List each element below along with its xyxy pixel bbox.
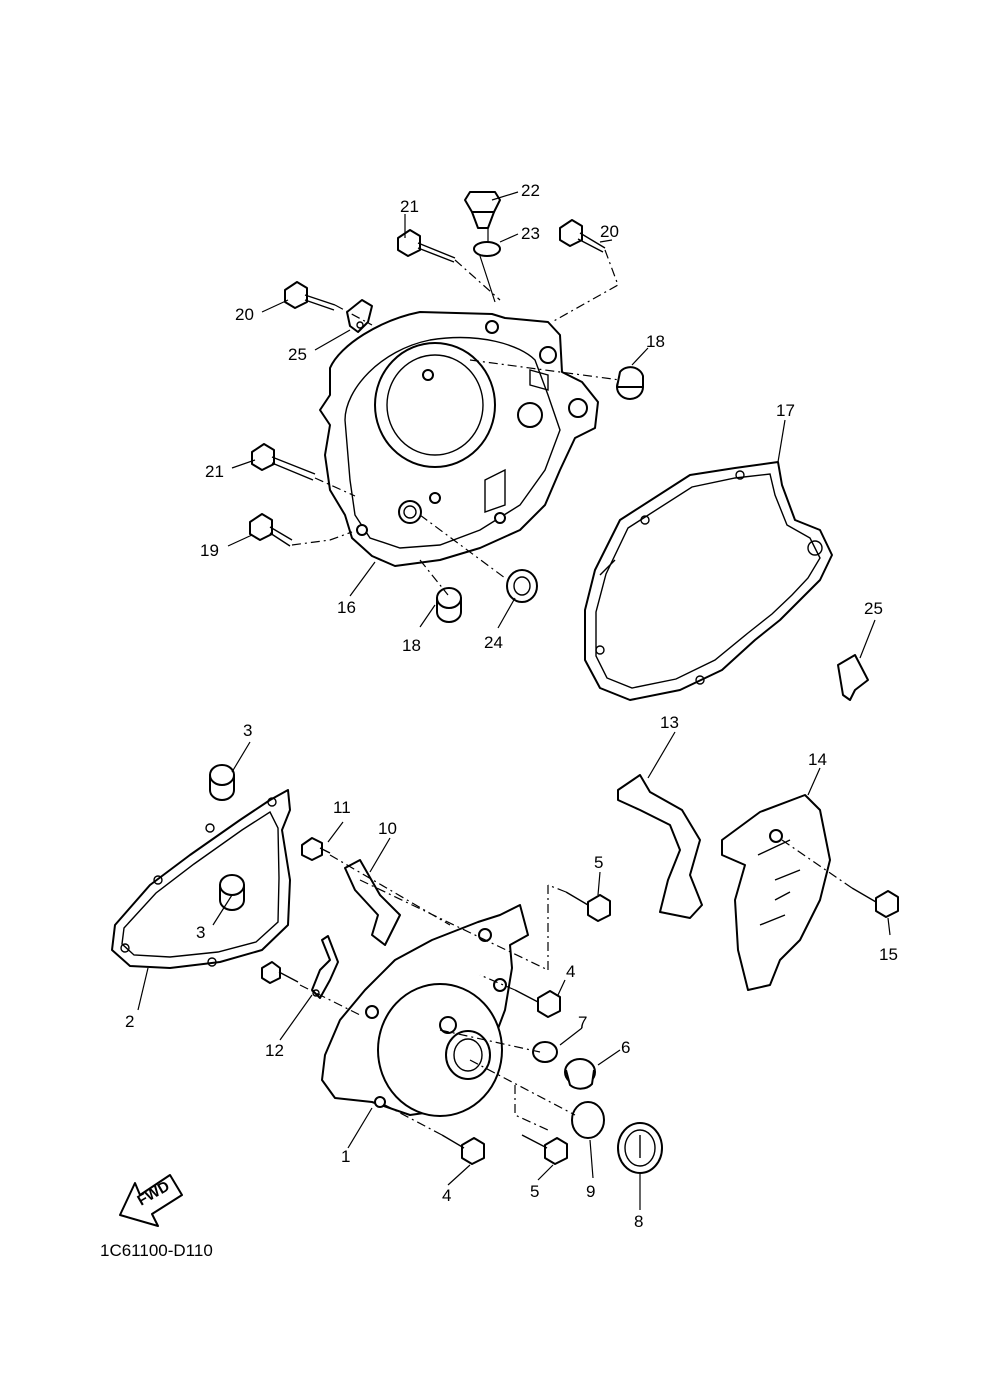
crankcase-cover-1 (321, 904, 529, 1117)
bolt-21-left (251, 443, 316, 481)
dowel-pin-18-lower (436, 587, 462, 623)
callout-leaders (137, 191, 891, 1210)
bolt-19 (249, 513, 293, 547)
bolt-4-lower (441, 1134, 485, 1165)
oil-filler-cap-22 (464, 191, 501, 229)
callout-14: 14 (808, 750, 827, 769)
callout-2: 2 (125, 1012, 134, 1031)
callout-19: 19 (200, 541, 219, 560)
bolt-15 (851, 887, 899, 918)
dowel-pin-18-right (616, 366, 644, 400)
callout-24: 24 (484, 633, 503, 652)
callout-5-lower: 5 (530, 1182, 539, 1201)
callout-10: 10 (378, 819, 397, 838)
callout-13: 13 (660, 713, 679, 732)
callout-3-lower: 3 (196, 923, 205, 942)
bolt-21-upper (397, 229, 456, 263)
callout-8: 8 (634, 1212, 643, 1231)
callout-numbers: 21 22 23 20 20 25 18 17 21 19 16 18 24 2… (125, 181, 898, 1231)
callout-6: 6 (621, 1038, 630, 1057)
crankcase-cover-16 (319, 311, 599, 567)
callout-23: 23 (521, 224, 540, 243)
callout-15: 15 (879, 945, 898, 964)
bolt-12-screw (261, 961, 299, 984)
sprocket-cover-14 (721, 794, 831, 991)
clamp-12 (311, 935, 339, 999)
clamp-10 (344, 859, 401, 946)
callout-18-lower: 18 (402, 636, 421, 655)
callout-21-left: 21 (205, 462, 224, 481)
callout-3-upper: 3 (243, 721, 252, 740)
oil-seal-24 (506, 569, 538, 603)
callout-12: 12 (265, 1041, 284, 1060)
callout-9: 9 (586, 1182, 595, 1201)
callout-4-lower: 4 (442, 1186, 451, 1205)
plug-6 (564, 1058, 596, 1090)
gasket-17 (584, 461, 833, 701)
bolt-5-upper (565, 891, 611, 922)
callout-5-upper: 5 (594, 853, 603, 872)
callout-17: 17 (776, 401, 795, 420)
bolt-20-left (284, 281, 336, 311)
clamp-25-upper (346, 299, 373, 333)
bolt-11 (301, 837, 331, 861)
callout-20-right: 20 (600, 222, 619, 241)
bolt-20-right (559, 219, 606, 253)
callout-22: 22 (521, 181, 540, 200)
plate-13 (617, 774, 703, 919)
callout-18-right: 18 (646, 332, 665, 351)
callout-7: 7 (578, 1013, 587, 1032)
callout-1: 1 (341, 1147, 350, 1166)
callout-21-top: 21 (400, 197, 419, 216)
dowel-pin-3-lower (219, 874, 245, 911)
callout-4-upper: 4 (566, 962, 575, 981)
fwd-arrow-icon: FWD (119, 1174, 183, 1227)
callout-25-right: 25 (864, 599, 883, 618)
callout-11: 11 (333, 798, 351, 817)
plug-8 (617, 1122, 663, 1174)
drawing-code: 1C61100-D110 (100, 1241, 213, 1260)
o-ring-9 (571, 1101, 605, 1139)
gasket-2 (111, 789, 291, 969)
o-ring-23 (473, 241, 501, 257)
o-ring-7 (532, 1041, 558, 1063)
clamp-25-right (837, 654, 869, 701)
callout-25-upper: 25 (288, 345, 307, 364)
bolt-5-lower (521, 1134, 568, 1165)
dowel-pin-3-upper (209, 764, 235, 801)
callout-20-left: 20 (235, 305, 254, 324)
bolt-4-upper (514, 989, 561, 1018)
callout-16: 16 (337, 598, 356, 617)
